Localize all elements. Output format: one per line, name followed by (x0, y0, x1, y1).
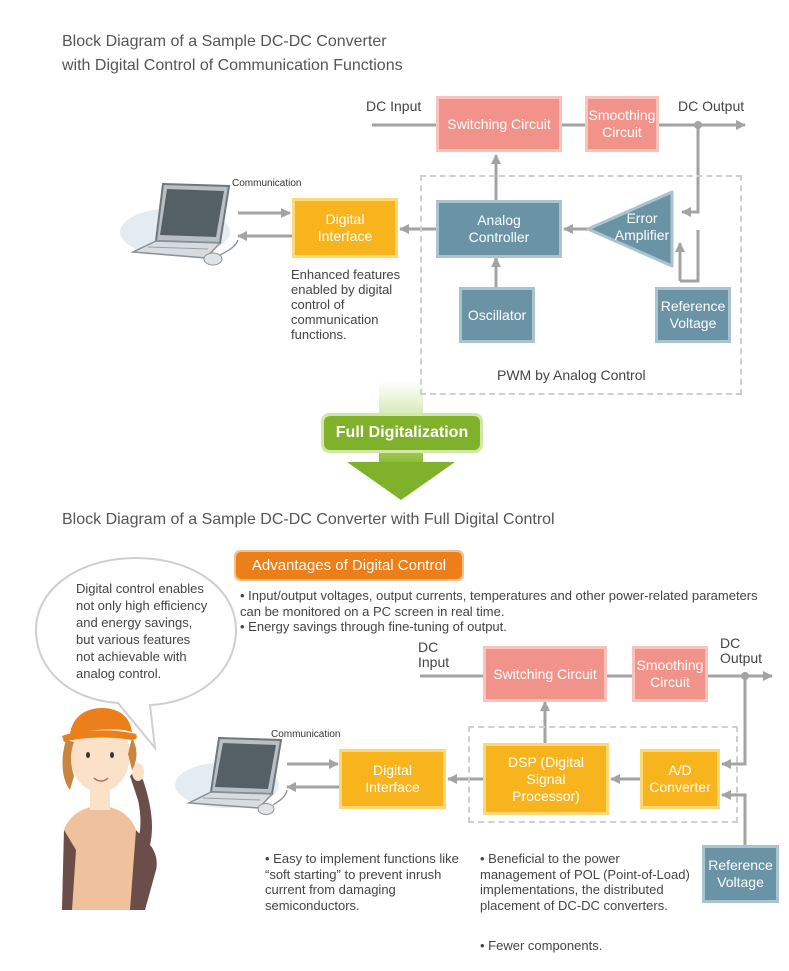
output-junction-dot (694, 121, 702, 129)
advantages-title: Advantages of Digital Control (236, 552, 462, 579)
bottom-reference-voltage-block: Reference Voltage (702, 845, 779, 903)
analog-controller-block: Analog Controller (436, 200, 562, 258)
bottom-digital-interface-block: Digital Interface (339, 749, 446, 809)
laptop-icon-bottom (175, 736, 288, 815)
dc-output-label: DC Output (678, 98, 745, 114)
top-title-line-1: Block Diagram of a Sample DC-DC Converte… (62, 33, 387, 50)
oscillator-block: Oscillator (459, 287, 535, 343)
fewer-components-note: • Fewer components. (480, 938, 603, 953)
speech-bubble-shape (34, 556, 238, 752)
full-digitalization-badge: Full Digitalization (321, 413, 483, 453)
communication-label: Communication (232, 178, 302, 189)
enhanced-features-note: Enhanced features enabled by digital con… (291, 267, 401, 342)
advantage-item: • Energy savings through fine-tuning of … (240, 619, 507, 634)
reference-voltage-block: Reference Voltage (655, 287, 731, 343)
bottom-output-junction-dot (741, 672, 749, 680)
soft-start-note: • Easy to implement functions like “soft… (265, 851, 459, 913)
advantages-badge: Advantages of Digital Control (234, 550, 464, 581)
bottom-diagram-title: Block Diagram of a Sample DC-DC Converte… (62, 511, 555, 528)
bottom-communication-label: Communication (271, 729, 341, 740)
advantage-item: • Input/output voltages, output currents… (240, 588, 758, 619)
bottom-wires (286, 671, 773, 845)
error-amplifier-label: Error Amplifier (614, 210, 670, 243)
smoothing-circuit-block: Smoothing Circuit (585, 96, 659, 152)
full-digitalization-label: Full Digitalization (324, 416, 480, 450)
speech-bubble-text: Digital control enables not only high ef… (76, 581, 208, 681)
error-amplifier-triangle (586, 190, 674, 268)
bottom-smoothing-circuit-block: Smoothing Circuit (632, 646, 708, 702)
top-diagram-title: Block Diagram of a Sample DC-DC Converte… (62, 30, 403, 78)
digital-interface-block: Digital Interface (292, 198, 398, 258)
advantages-list: • Input/output voltages, output currents… (240, 588, 762, 635)
ad-converter-block: A/D Converter (640, 749, 720, 809)
bottom-switching-circuit-block: Switching Circuit (483, 646, 607, 702)
top-title-line-2: with Digital Control of Communication Fu… (62, 57, 403, 74)
pwm-control-boundary (420, 175, 742, 395)
pol-note: • Beneficial to the power management of … (480, 851, 690, 913)
bottom-dc-input-label: DC Input (418, 639, 450, 670)
laptop-icon-top (120, 182, 239, 266)
bottom-dc-output-label: DC Output (720, 635, 763, 666)
dc-input-label: DC Input (366, 98, 422, 114)
character-illustration (62, 708, 157, 910)
pwm-label: PWM by Analog Control (497, 367, 646, 383)
switching-circuit-block: Switching Circuit (436, 96, 562, 152)
dsp-block: DSP (Digital Signal Processor) (483, 743, 609, 815)
digital-control-boundary (468, 726, 738, 823)
